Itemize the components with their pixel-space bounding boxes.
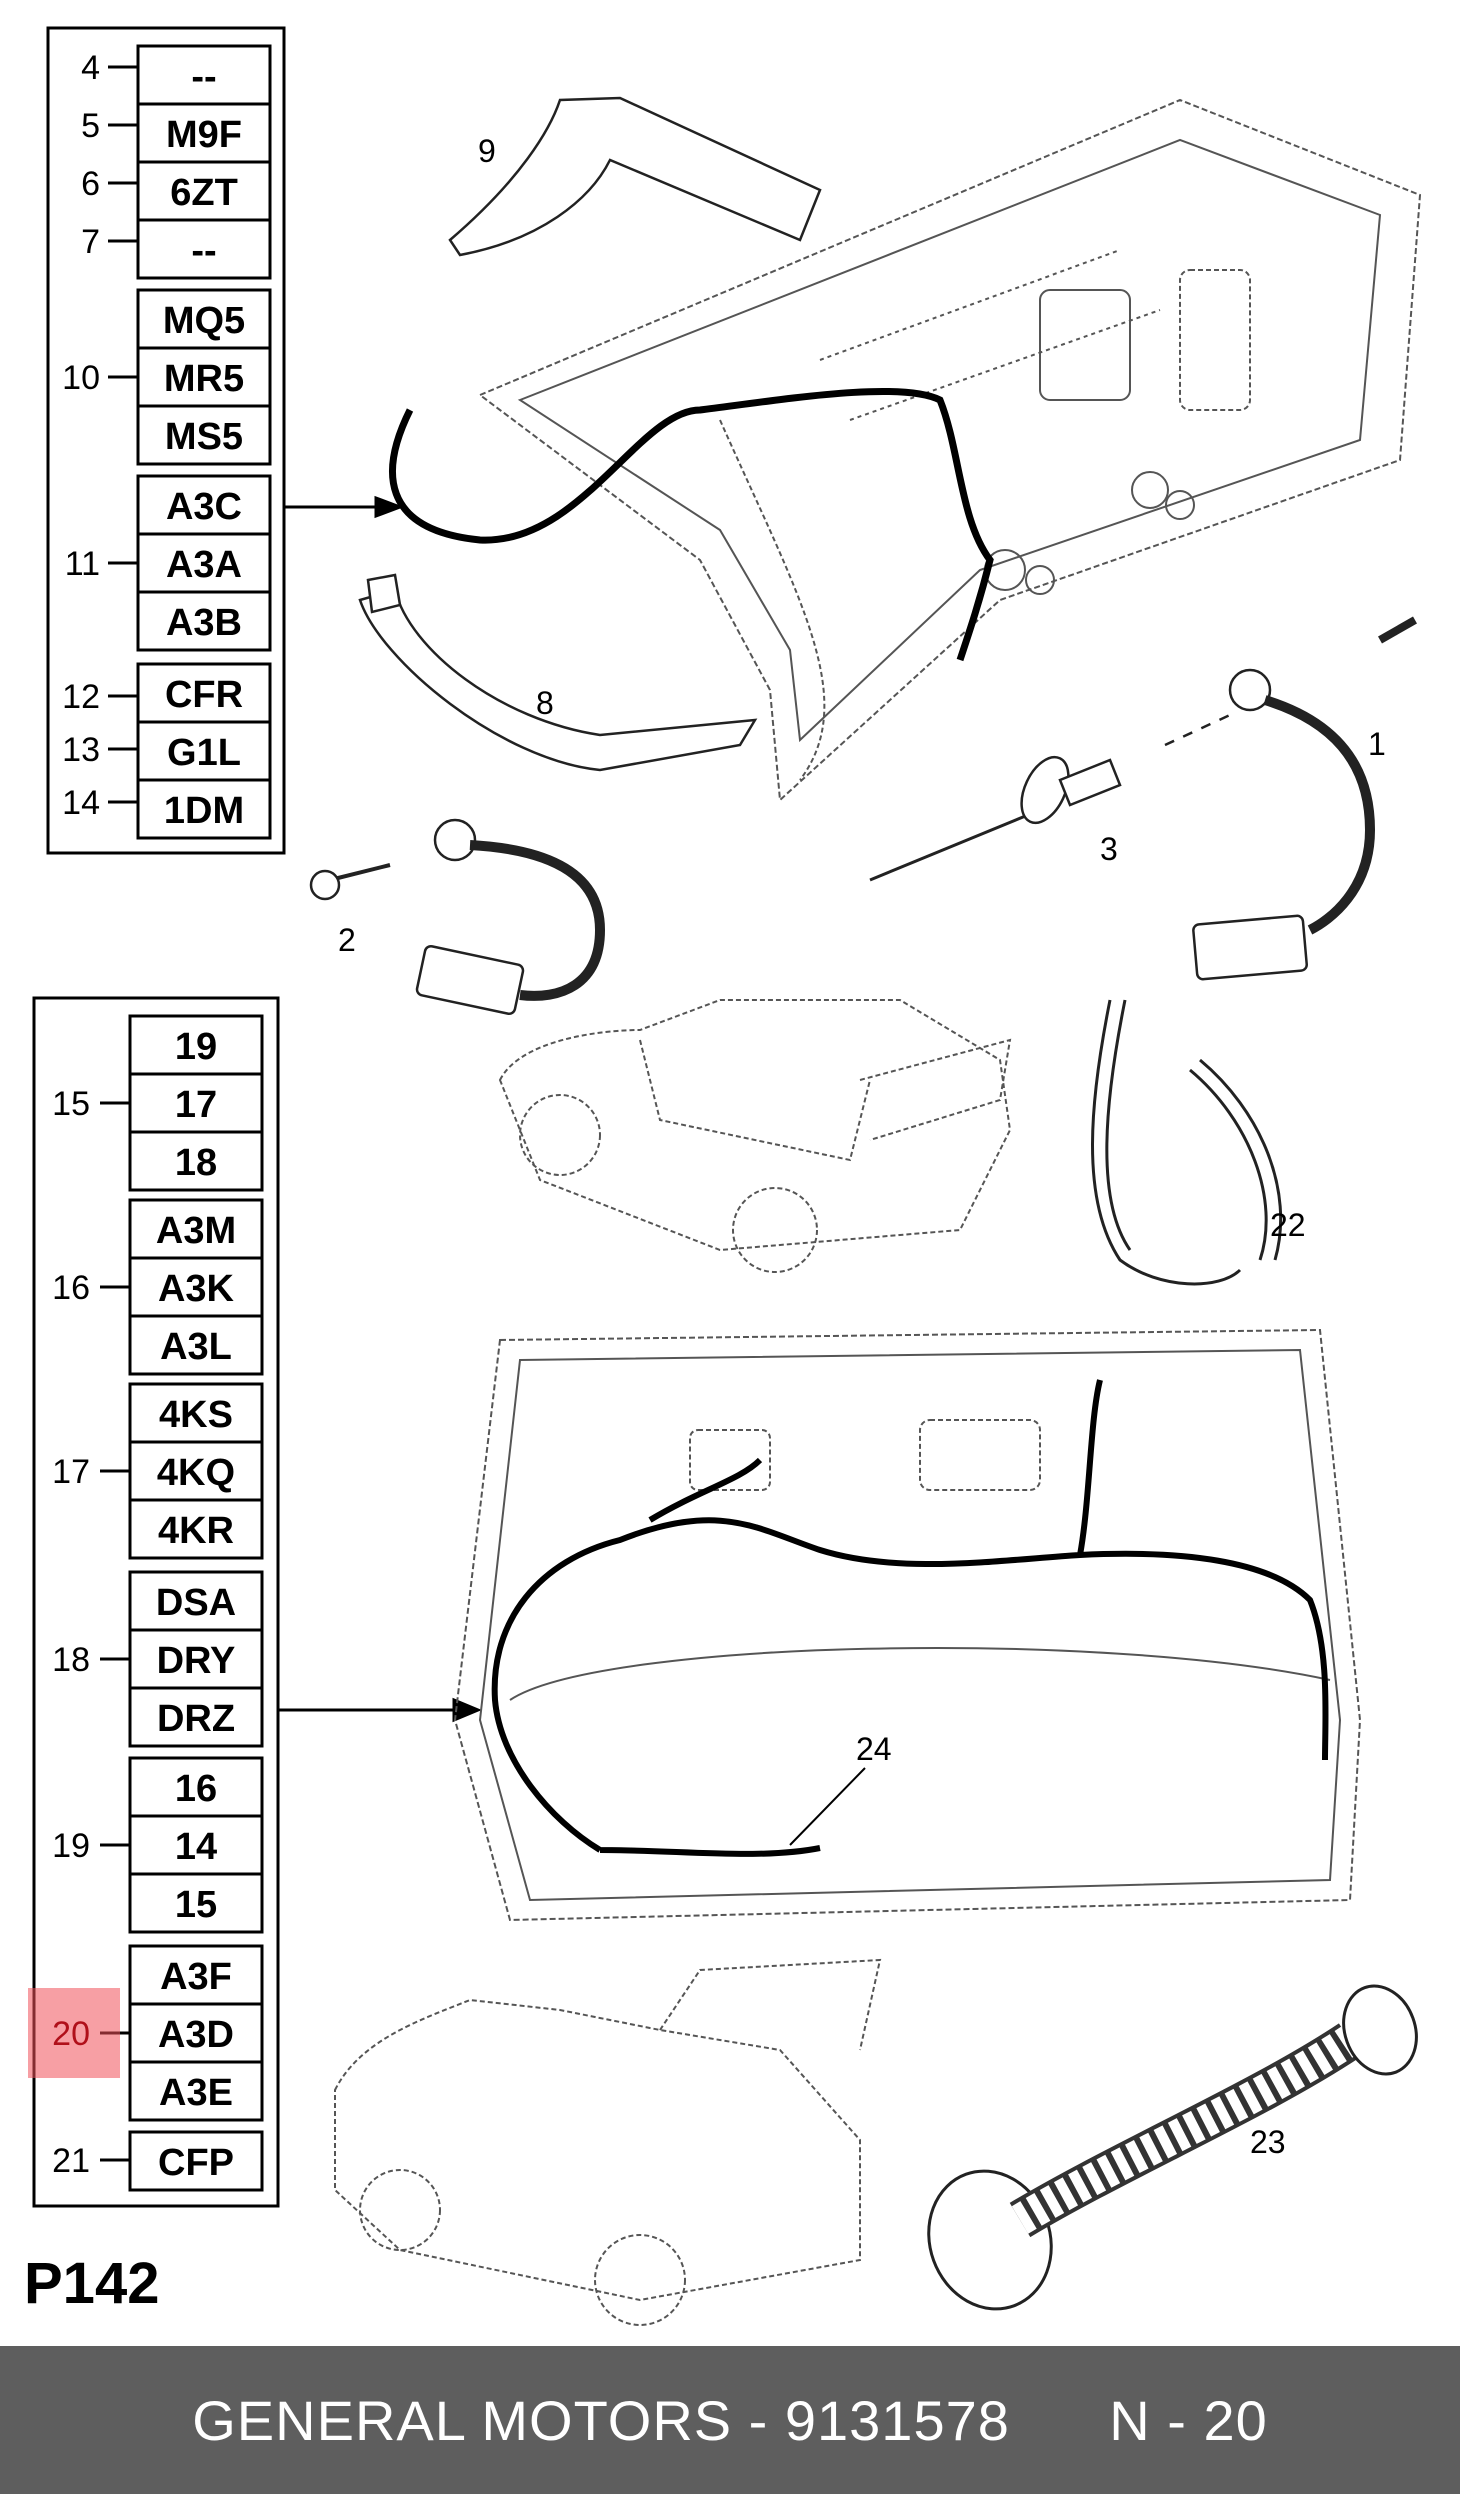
option-code: DSA: [156, 1582, 236, 1624]
callout-number: 24: [856, 1731, 892, 1767]
cable-tie-part-22: [1091, 999, 1283, 1286]
footer-brand: GENERAL MOTORS: [192, 2388, 733, 2452]
trim-part: [358, 588, 758, 772]
sedan-car-illustration: [498, 999, 1012, 1273]
table-item-number: 12: [62, 678, 100, 716]
option-code: CFR: [165, 674, 243, 716]
option-code: MQ5: [163, 300, 245, 342]
callout-number: 2: [338, 922, 356, 958]
option-code: 19: [175, 1026, 217, 1068]
option-code: DRZ: [157, 1698, 235, 1740]
footer-part-number: 9131578: [784, 2388, 1010, 2452]
table-item-number: 6: [81, 165, 100, 203]
callout-number: 22: [1270, 1207, 1306, 1243]
callout-number: 3: [1100, 831, 1118, 867]
parts-diagram: 4 5 6 7 10 11 12 13 14 -- M9F 6ZT -- MQ5…: [28, 26, 1422, 2326]
ground-cable-part-2: [309, 818, 606, 1015]
option-code: 14: [175, 1826, 217, 1868]
option-code: 18: [175, 1142, 217, 1184]
option-code: MR5: [164, 358, 244, 400]
option-code: A3M: [156, 1210, 236, 1252]
callout-number: 9: [478, 133, 496, 169]
option-code: G1L: [167, 732, 241, 774]
callout-number: 8: [536, 685, 554, 721]
table-item-number: 15: [52, 1085, 90, 1123]
option-code: 4KR: [158, 1510, 234, 1552]
table-item-number: 4: [81, 49, 100, 87]
table-item-number: 13: [62, 731, 100, 769]
option-code: 16: [175, 1768, 217, 1810]
footer-position-label: N - 20: [1109, 2388, 1268, 2452]
trunk-wiring-harness: [389, 387, 994, 662]
callout-number: 23: [1250, 2124, 1286, 2160]
option-code: 15: [175, 1884, 217, 1926]
option-code: 4KQ: [157, 1452, 235, 1494]
table-item-number: 14: [62, 784, 100, 822]
tailgate-wiring-harness: [491, 1379, 1329, 1857]
cable-part-1: [1164, 616, 1417, 981]
table-item-number: 21: [52, 2142, 90, 2180]
option-code: 1DM: [164, 790, 244, 832]
option-code: A3A: [166, 544, 242, 586]
table-item-number: 11: [65, 545, 100, 583]
option-code: A3D: [158, 2014, 234, 2056]
option-code: A3C: [166, 486, 242, 528]
option-code: A3L: [160, 1326, 232, 1368]
pin-part-3: [869, 755, 1122, 882]
bottom-code-table: [32, 996, 280, 2208]
table-item-number: 18: [52, 1641, 90, 1679]
option-code: A3E: [159, 2072, 233, 2114]
option-code: A3B: [166, 602, 242, 644]
hatchback-car-illustration: [334, 1958, 882, 2326]
grommet-part-23: [927, 1984, 1418, 2311]
table-item-number: 10: [62, 359, 100, 397]
table-item-number: 17: [52, 1453, 90, 1491]
tailgate-illustration: [453, 1328, 1362, 1922]
footer-bar: GENERAL MOTORS - 9131578 N - 20: [0, 2346, 1460, 2494]
option-code: MS5: [165, 416, 243, 458]
option-code: A3K: [158, 1268, 235, 1310]
option-code: DRY: [157, 1640, 236, 1682]
table-item-number: 5: [81, 107, 100, 145]
page-code: P142: [24, 2251, 160, 2316]
option-code: CFP: [158, 2142, 234, 2184]
option-code: --: [191, 56, 216, 98]
table-item-number-highlighted: 20: [52, 2015, 90, 2053]
table-item-number: 19: [52, 1827, 90, 1865]
option-code: A3F: [160, 1956, 232, 1998]
table-item-number: 16: [52, 1269, 90, 1307]
trunk-lid-illustration: [478, 98, 1422, 803]
footer-separator: -: [732, 2388, 785, 2452]
option-code: 4KS: [159, 1394, 233, 1436]
option-code: M9F: [166, 114, 242, 156]
bracket-part: [448, 96, 822, 257]
top-code-table: [46, 26, 286, 855]
callout-number: 1: [1368, 726, 1386, 762]
option-code: --: [191, 230, 216, 272]
table-item-number: 7: [81, 223, 100, 261]
option-code: 6ZT: [170, 172, 238, 214]
highlight-marker: [28, 1988, 120, 2078]
option-code: 17: [175, 1084, 217, 1126]
